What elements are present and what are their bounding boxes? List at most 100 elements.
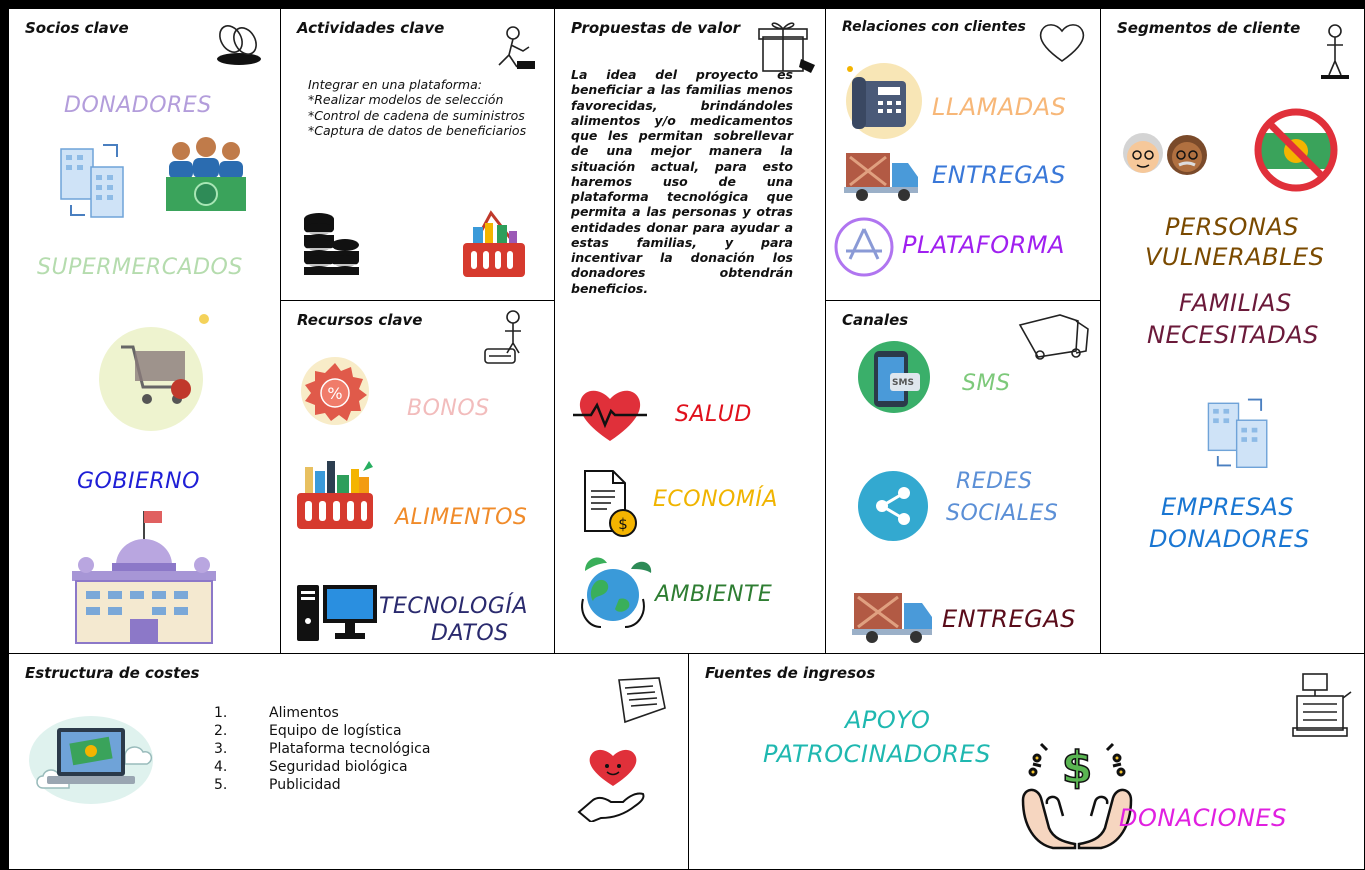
- svg-text:%: %: [327, 384, 342, 403]
- estructura-costes-box: Estructura de costes 1. Alimentos 2. Equip…: [8, 653, 689, 870]
- costes-item-number: 3.: [214, 741, 228, 757]
- actividades-clave-box: Actividades clave Integrar en una plataf…: [280, 8, 555, 301]
- familias-label-1: FAMILIAS: [1179, 289, 1292, 317]
- socios-clave-title: Socios clave: [25, 19, 129, 37]
- relaciones-clientes-title: Relaciones con clientes: [842, 19, 1026, 35]
- relaciones-clientes-box: Relaciones con clientes LLAMADAS ENTREGA…: [825, 8, 1101, 301]
- hand-heart-icon: [577, 749, 645, 822]
- donaciones-label: DONACIONES: [1119, 804, 1287, 832]
- socios-clave-box: Socios clave DONADORES SUPERMERCADOS: [8, 8, 281, 654]
- costes-item: 4. Seguridad biológica: [209, 758, 430, 776]
- entregas-relaciones-label: ENTREGAS: [932, 161, 1066, 189]
- propuestas-valor-title: Propuestas de valor: [571, 19, 741, 37]
- gift-box-icon: [758, 22, 815, 73]
- shopping-cart-icon: [99, 314, 209, 431]
- alimentos-label: ALIMENTOS: [395, 505, 528, 530]
- svg-text:$: $: [618, 515, 628, 533]
- government-building-icon: [72, 511, 216, 644]
- fuentes-ingresos-title: Fuentes de ingresos: [705, 664, 876, 682]
- cash-register-icon: [1292, 673, 1352, 737]
- apoyo-label: APOYO: [845, 706, 931, 734]
- costes-item-label: Publicidad: [269, 777, 341, 793]
- costes-item: 5. Publicidad: [209, 776, 430, 794]
- economy-document-icon: $: [584, 470, 637, 537]
- elderly-couple-icon: [1123, 133, 1207, 175]
- business-model-canvas: Socios clave DONADORES SUPERMERCADOS: [8, 8, 1365, 870]
- sms-icon-label: SMS: [892, 378, 914, 388]
- grocery-basket-icon: [463, 210, 525, 277]
- estructura-costes-title: Estructura de costes: [25, 664, 200, 682]
- svg-text:$: $: [1062, 742, 1093, 793]
- costes-item-label: Seguridad biológica: [269, 759, 408, 775]
- buildings-exchange-2-icon: [1207, 398, 1268, 468]
- supermercados-label: SUPERMERCADOS: [37, 255, 243, 280]
- costes-item-label: Equipo de logística: [269, 723, 402, 739]
- actividades-line-1: *Realizar modelos de selección: [308, 92, 504, 108]
- actividades-clave-title: Actividades clave: [297, 19, 445, 37]
- sms-phone-icon: [858, 341, 930, 413]
- segmentos-cliente-box: Segmentos de cliente PERSONAS VULNERABLE…: [1100, 8, 1365, 654]
- empresas-label-2: DONADORES: [1149, 525, 1310, 553]
- app-store-icon: [834, 217, 894, 277]
- costes-item: 2. Equipo de logística: [209, 722, 430, 740]
- heart-outline-icon: [1039, 24, 1085, 62]
- entregas-canales-label: ENTREGAS: [942, 605, 1076, 633]
- computer-icon: [297, 585, 377, 641]
- gobierno-label: GOBIERNO: [77, 469, 200, 494]
- actividades-text: Integrar en una plataforma: *Realizar mo…: [308, 77, 532, 138]
- propuestas-valor-box: Propuestas de valor La idea del proyecto…: [554, 8, 826, 654]
- personas-label-2: VULNERABLES: [1145, 243, 1325, 271]
- costes-item: 1. Alimentos: [209, 704, 430, 722]
- costes-item: 3. Plataforma tecnológica: [209, 740, 430, 758]
- redes-label-2: SOCIALES: [946, 501, 1059, 526]
- worker-machine-icon: [484, 310, 521, 364]
- donadores-label: DONADORES: [64, 93, 212, 118]
- recursos-clave-title: Recursos clave: [297, 311, 423, 329]
- costes-item-number: 1.: [214, 705, 228, 721]
- discount-badge-icon: %: [301, 357, 369, 425]
- truck-outline-icon: [1018, 314, 1089, 360]
- costes-item-label: Alimentos: [269, 705, 339, 721]
- hands-money-icon: $: [1021, 741, 1133, 850]
- bonos-label: BONOS: [407, 396, 490, 421]
- people-money-icon: [166, 137, 246, 211]
- buildings-exchange-icon: [60, 144, 124, 218]
- costes-list: 1. Alimentos 2. Equipo de logística 3. Plat…: [209, 704, 430, 794]
- propuestas-text: La idea del proyecto es beneficiar a las…: [571, 67, 793, 296]
- costes-item-number: 2.: [214, 723, 228, 739]
- actividades-line-2: *Control de cadena de suministros: [308, 107, 525, 123]
- redes-label-1: REDES: [956, 469, 1033, 494]
- heartbeat-icon: [573, 390, 647, 441]
- person-standing-icon: [1321, 24, 1349, 79]
- segmentos-cliente-title: Segmentos de cliente: [1117, 19, 1301, 37]
- ambiente-label: AMBIENTE: [655, 582, 773, 607]
- plataforma-label: PLATAFORMA: [902, 231, 1065, 259]
- costes-item-label: Plataforma tecnológica: [269, 741, 431, 757]
- recursos-clave-box: Recursos clave % BONOS ALIMENTOS: [280, 300, 555, 654]
- canales-title: Canales: [842, 311, 909, 329]
- laptop-money-icon: [29, 716, 153, 804]
- llamadas-label: LLAMADAS: [932, 93, 1067, 121]
- costes-item-number: 5.: [214, 777, 228, 793]
- economia-label: ECONOMÍA: [653, 487, 778, 512]
- empresas-label-1: EMPRESAS: [1161, 493, 1295, 521]
- datos-label: DATOS: [431, 621, 509, 646]
- tecnologia-label: TECNOLOGÍA: [379, 594, 528, 619]
- sms-label: SMS: [962, 371, 1011, 396]
- familias-label-2: NECESITADAS: [1147, 321, 1319, 349]
- worker-icon: [498, 26, 535, 69]
- personas-label-1: PERSONAS: [1165, 213, 1300, 241]
- share-icon: [858, 471, 928, 541]
- salud-label: SALUD: [675, 402, 752, 427]
- fuentes-ingresos-box: Fuentes de ingresos APOYO PATROCINADORES…: [688, 653, 1365, 870]
- telephone-icon: [846, 63, 922, 139]
- receipt-icon: [618, 677, 666, 724]
- delivery-truck-2-icon: [852, 593, 932, 643]
- no-money-icon: [1254, 108, 1338, 192]
- earth-leaves-icon: [581, 557, 652, 628]
- food-basket-icon: [297, 461, 373, 529]
- actividades-line-3: *Captura de datos de beneficiarios: [308, 122, 527, 138]
- costes-item-number: 4.: [214, 759, 228, 775]
- actividades-line-0: Integrar en una plataforma:: [308, 77, 482, 92]
- patrocinadores-label: PATROCINADORES: [763, 740, 991, 768]
